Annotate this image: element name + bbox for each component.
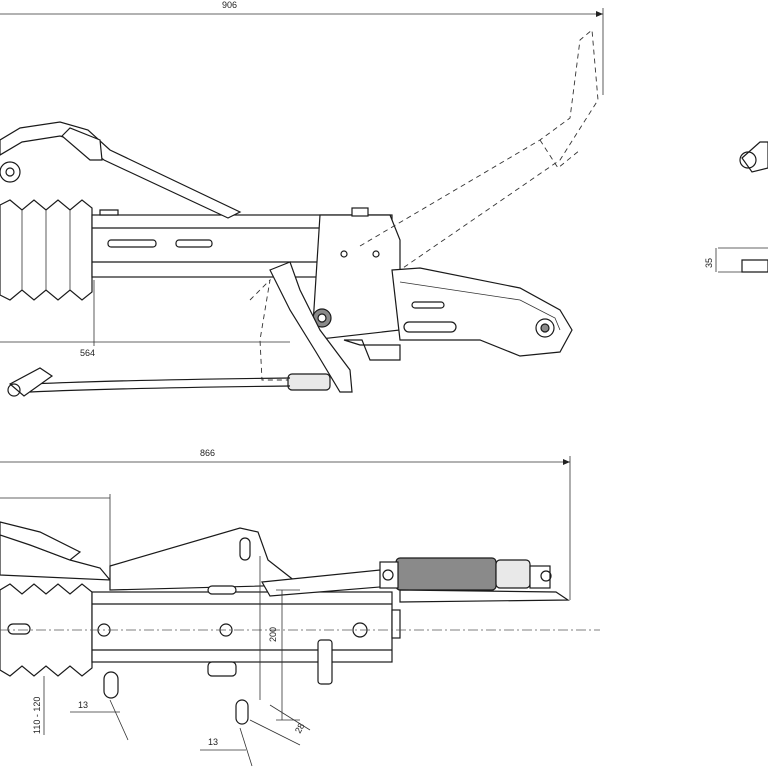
breakaway-cable-top xyxy=(7,367,291,397)
coupling-body-side xyxy=(0,585,600,685)
dimension-200-label: 200 xyxy=(268,627,278,642)
damper-side xyxy=(261,557,570,603)
dimension-866: 866 xyxy=(0,448,571,600)
bellows-top xyxy=(0,199,93,301)
dimension-906: 906 xyxy=(0,0,604,95)
dimension-110-120: 110 - 120 xyxy=(32,676,45,735)
dimension-28-label: 28 xyxy=(293,721,307,735)
top-view: 906 xyxy=(0,0,604,397)
dimension-35-label: 35 xyxy=(704,258,714,268)
dimension-906-label: 906 xyxy=(222,0,237,10)
safety-handle-top xyxy=(269,261,401,393)
brake-lever-side xyxy=(0,494,112,585)
dimension-564: 564 xyxy=(0,280,290,358)
bracket-side xyxy=(109,527,302,591)
dimension-200: 200 xyxy=(268,589,300,721)
side-view: 866 xyxy=(0,448,600,767)
dimension-13-left: 13 xyxy=(70,699,129,741)
brake-lever-top xyxy=(0,121,242,219)
coupling-head-top xyxy=(391,267,573,357)
dimension-866-label: 866 xyxy=(200,448,215,458)
detail-view: 35 xyxy=(704,141,768,273)
dimension-564-label: 564 xyxy=(80,348,95,358)
dimension-13-right-label: 13 xyxy=(208,737,218,747)
dimension-110-120-label: 110 - 120 xyxy=(32,697,42,734)
mounting-holes-side xyxy=(103,556,261,725)
brake-lever-raised-dashed xyxy=(249,29,599,381)
coupling-body-top xyxy=(91,207,401,341)
dimension-13-left-label: 13 xyxy=(78,700,88,710)
dimension-28: 28 xyxy=(249,704,311,746)
dimension-13-right: 13 xyxy=(200,727,253,767)
